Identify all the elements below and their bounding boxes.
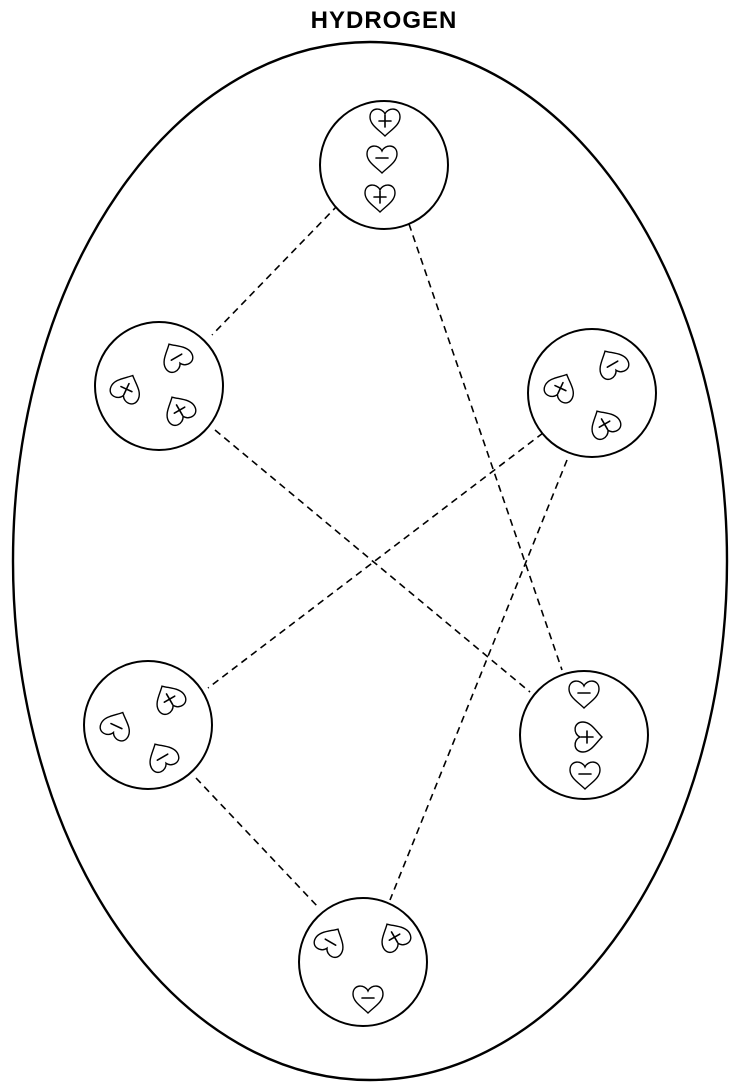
atoms-layer [83, 100, 657, 1027]
charge-heart [366, 145, 398, 174]
plus-sign [388, 931, 401, 944]
atom-bottom [298, 897, 428, 1027]
plus-sign [120, 382, 133, 396]
bond-upper-right-lower-left [207, 432, 544, 689]
minus-sign [324, 938, 337, 946]
charge-heart [156, 685, 187, 716]
atom-lower-left [83, 660, 213, 790]
atom-upper-right [527, 328, 657, 458]
charge-heart [109, 374, 140, 405]
charge-heart [568, 680, 600, 709]
bond-top-upper-left [211, 204, 339, 336]
plus-sign [173, 404, 186, 417]
plus-sign [378, 114, 392, 128]
charge-heart [313, 928, 344, 959]
bond-upper-right-bottom [389, 459, 568, 901]
diagram-title: HYDROGEN [311, 7, 458, 34]
charge-heart [364, 184, 396, 213]
bond-top-lower-right [408, 223, 563, 671]
charge-heart [574, 721, 603, 753]
atom-upper-left [94, 321, 224, 451]
charge-heart [149, 743, 180, 774]
charge-heart [369, 108, 401, 137]
outer-boundary [11, 40, 729, 1082]
charge-heart [99, 711, 130, 742]
charge-heart [591, 410, 622, 441]
plus-sign [598, 418, 611, 431]
bond-lower-left-bottom [195, 777, 320, 909]
links-layer [195, 204, 568, 909]
plus-sign [580, 730, 594, 744]
plus-sign [554, 381, 567, 395]
charge-heart [569, 761, 601, 790]
bond-upper-left-lower-right [214, 429, 531, 693]
plus-sign [373, 190, 387, 204]
charge-heart [352, 985, 384, 1014]
minus-sign [110, 722, 123, 730]
charge-heart [381, 923, 412, 954]
charge-heart [163, 343, 194, 374]
atom-top [319, 100, 449, 230]
charge-heart [543, 373, 574, 404]
minus-sign [606, 360, 619, 368]
charge-heart [599, 350, 630, 381]
minus-sign [170, 353, 183, 361]
charge-heart [166, 396, 197, 427]
plus-sign [163, 693, 176, 706]
atom-lower-right [519, 670, 649, 800]
minus-sign [156, 753, 169, 761]
